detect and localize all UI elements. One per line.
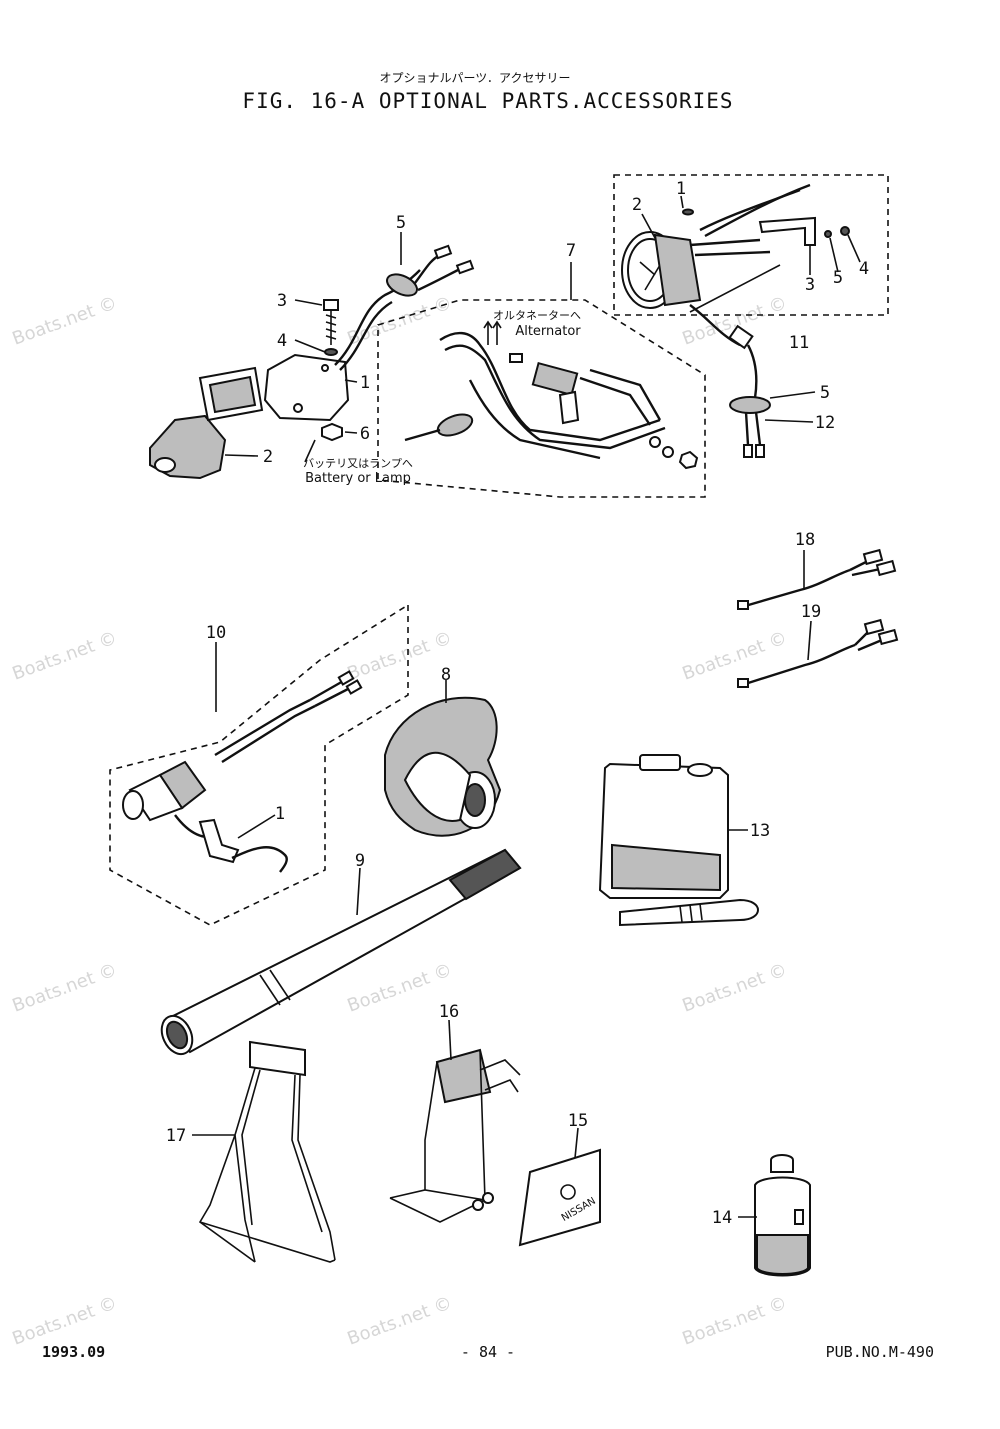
part-callout: 5 [820, 383, 830, 403]
part-callout: 3 [277, 291, 287, 311]
part-callout: 4 [859, 259, 869, 279]
kill-switch-assembly [109, 603, 409, 926]
subtitle-jp: オプショナルパーツ．アクセサリー [380, 71, 571, 85]
watermark: Boats.net © [10, 627, 120, 684]
part-callout: 11 [789, 333, 809, 353]
part-callout: 7 [566, 241, 576, 261]
part-callout: 8 [441, 665, 451, 685]
part-callout: 1 [676, 179, 686, 199]
watermark: Boats.net © [680, 1292, 790, 1349]
extension-leads [737, 548, 899, 688]
alternator-label: Alternator [515, 324, 581, 339]
part-callout: 19 [801, 602, 821, 622]
part-callout: 9 [355, 851, 365, 871]
part-callout: 2 [632, 195, 642, 215]
part-callout: 5 [833, 268, 843, 288]
page-title: FIG. 16-A OPTIONAL PARTS.ACCESSORIES [242, 89, 733, 113]
footer-pub-number: PUB.NO.M-490 [826, 1343, 934, 1361]
part-callout: 1 [360, 373, 370, 393]
leader-lines [192, 195, 861, 1218]
battery-lamp-label: Battery or Lamp [305, 471, 411, 486]
flywheel-cover [384, 696, 502, 837]
part-callout: 15 [568, 1111, 588, 1131]
wire-harness-group [377, 299, 706, 498]
alternator-jp-label: オルタネーターへ [493, 309, 581, 322]
part-callout: 12 [815, 413, 835, 433]
watermark: Boats.net © [10, 959, 120, 1016]
watermark: Boats.net © [345, 627, 455, 684]
switch-assembly [149, 244, 475, 480]
spray-can [754, 1154, 811, 1277]
motor-stand [198, 1040, 336, 1263]
part-callout: 6 [360, 424, 370, 444]
footer-page-number: - 84 - [461, 1343, 515, 1361]
part-callout: 2 [263, 447, 273, 467]
part-callout: 1 [275, 804, 285, 824]
part-callout: 18 [795, 530, 815, 550]
part-callout: 5 [396, 213, 406, 233]
footer-date: 1993.09 [42, 1343, 105, 1361]
fuel-tank [598, 754, 760, 927]
motor-carrier [389, 1048, 521, 1223]
part-callouts: 5 3 4 1 6 2 7 1 2 3 5 4 11 5 12 18 19 10… [166, 179, 869, 1228]
tiller-extension [160, 848, 522, 1056]
watermark: Boats.net © [10, 292, 120, 349]
part-callout: 17 [166, 1126, 186, 1146]
part-callout: 10 [206, 623, 226, 643]
part-callout: 14 [712, 1208, 732, 1228]
part-callout: 13 [750, 821, 770, 841]
decal: NISSAN [518, 1148, 601, 1247]
part-callout: 16 [439, 1002, 459, 1022]
watermark: Boats.net © [10, 1292, 120, 1349]
part-callout: 3 [805, 275, 815, 295]
watermark: Boats.net © [345, 1292, 455, 1349]
watermark: Boats.net © [680, 959, 790, 1016]
battery-jp-label: バッテリ又はランプへ [303, 457, 413, 470]
part-callout: 4 [277, 331, 287, 351]
